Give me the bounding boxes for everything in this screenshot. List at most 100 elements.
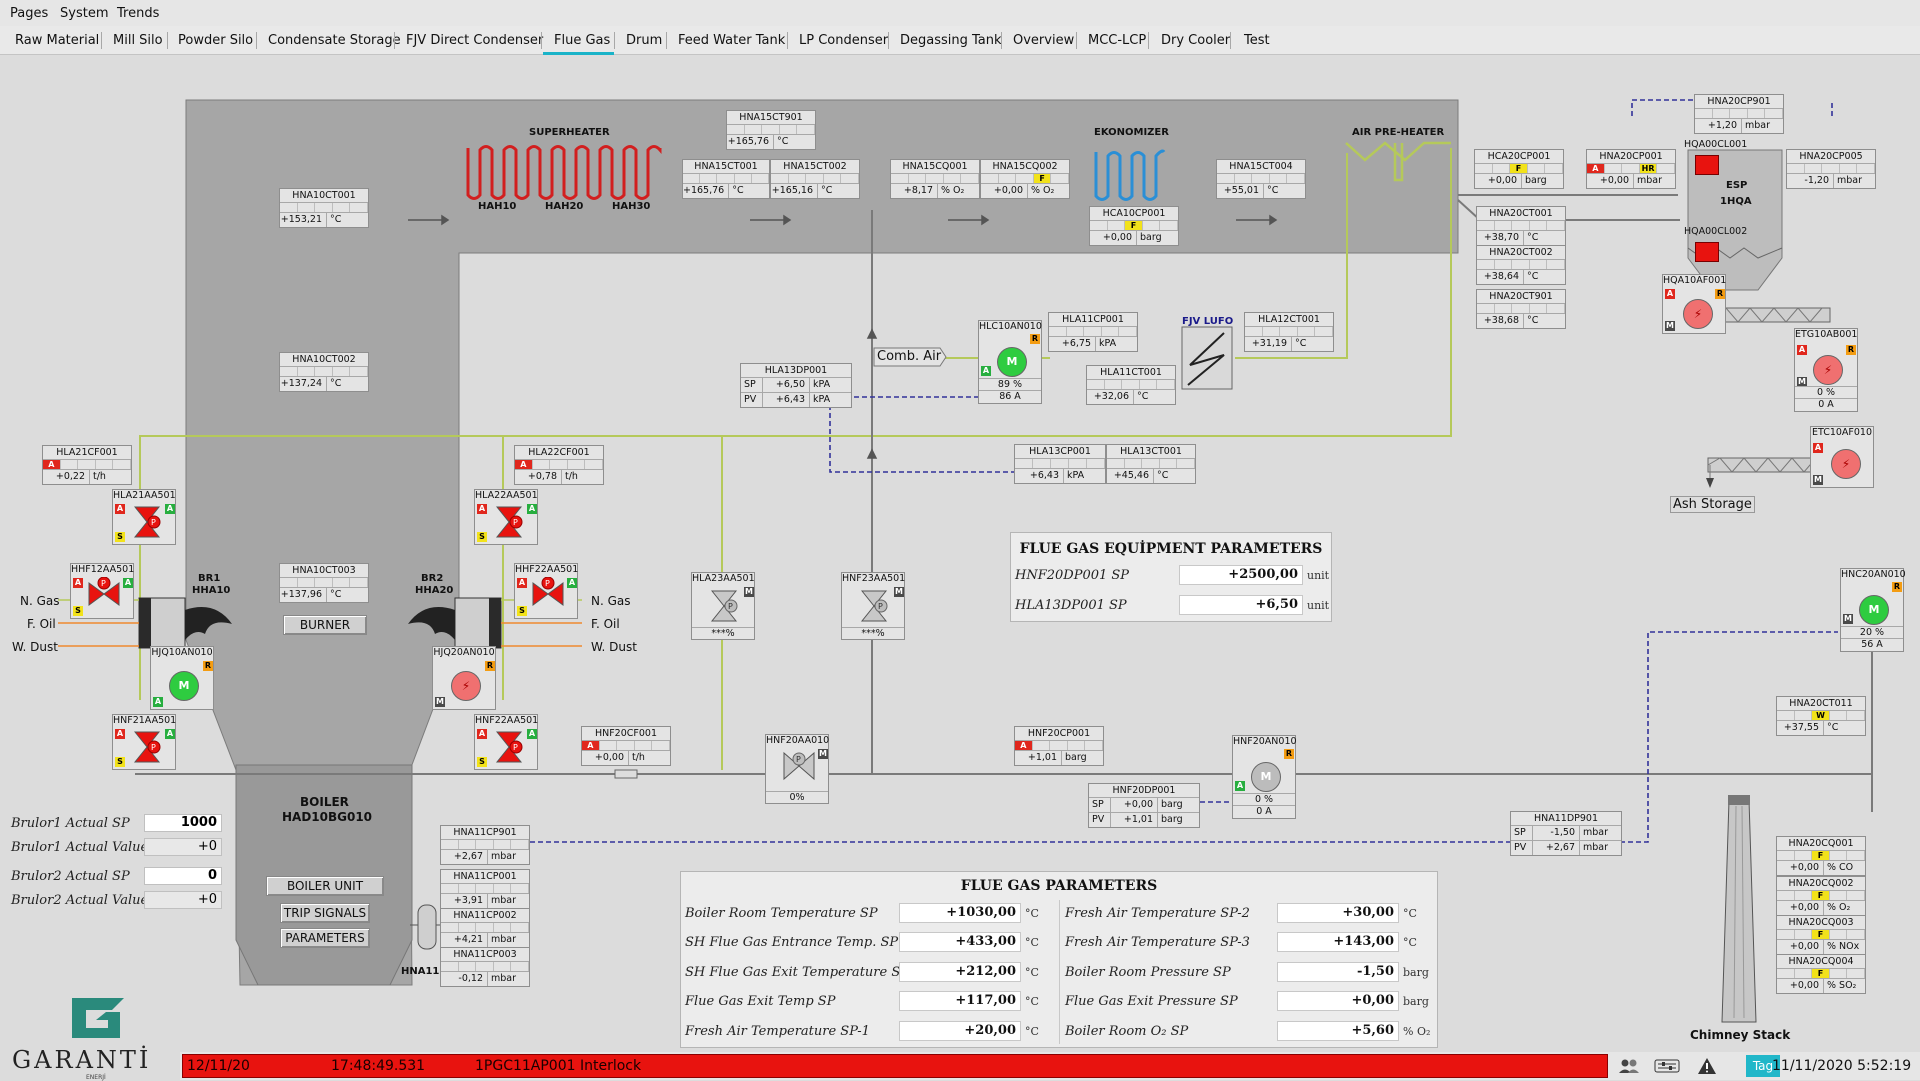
param-input[interactable]: +0,00: [1277, 991, 1399, 1011]
tab-mcc-lcp[interactable]: MCC-LCP: [1088, 33, 1147, 48]
tag-hna15cq001[interactable]: HNA15CQ001 +8,17% O₂: [890, 159, 980, 199]
warning-triangle-icon[interactable]: [1690, 1055, 1724, 1077]
hnf20dp001-sp-input[interactable]: +2500,00: [1179, 565, 1303, 585]
damper-hnf20aa010[interactable]: HNF20AA010 P M 0%: [765, 734, 830, 804]
param-input[interactable]: +20,00: [899, 1021, 1021, 1041]
tag-hna10ct003[interactable]: HNA10CT003 +137,96°C: [279, 563, 369, 603]
valve-hla22aa501[interactable]: HLA22AA501 P A A S: [474, 489, 538, 545]
valve-hhf12aa501[interactable]: HHF12AA501 P A A S: [70, 563, 134, 619]
tab-raw-material[interactable]: Raw Material: [15, 33, 100, 48]
brulor2-sp-input[interactable]: 0: [144, 867, 222, 885]
tab-drum[interactable]: Drum: [626, 33, 663, 48]
conveyor-etc10af010[interactable]: ETC10AF010 ⚡ A M: [1810, 426, 1874, 488]
fan-hnc20an010[interactable]: HNC20AN010 M R M 20 % 56 A: [1840, 568, 1906, 652]
tag-hna15ct001[interactable]: HNA15CT001 +165,76°C: [682, 159, 770, 199]
alarm-banner[interactable]: 12/11/20 17:48:49.531 1PGC11AP001 Interl…: [182, 1054, 1608, 1078]
burner-button[interactable]: BURNER: [283, 615, 367, 635]
valve-hhf22aa501[interactable]: HHF22AA501 P A A S: [514, 563, 578, 619]
users-icon[interactable]: [1612, 1055, 1646, 1077]
level-switch-hqa00cl001[interactable]: HQA00CL001: [1684, 139, 1747, 179]
tag-hla11ct001[interactable]: HLA11CT001 +32,06°C: [1086, 365, 1176, 405]
param-input[interactable]: +143,00: [1277, 932, 1399, 952]
tab-feed-water-tank[interactable]: Feed Water Tank: [678, 33, 786, 48]
tag-hna10ct002[interactable]: HNA10CT002 +137,24°C: [279, 352, 369, 392]
tab-fjv-direct-condenser[interactable]: FJV Direct Condenser: [406, 33, 544, 48]
valve-hnf22aa501[interactable]: HNF22AA501 P A A S: [474, 714, 538, 770]
valve-hnf21aa501[interactable]: HNF21AA501 P A A S: [112, 714, 176, 770]
param-input[interactable]: +1030,00: [899, 903, 1021, 923]
rotary-feeder-etg10ab001[interactable]: ETG10AB001 ⚡ A R M 0 % 0 A: [1794, 328, 1858, 412]
menu-system[interactable]: System: [60, 6, 109, 21]
tag-hna15ct002[interactable]: HNA15CT002 +165,16°C: [770, 159, 860, 199]
motor-hjq20an010[interactable]: HJQ20AN010 ⚡ M R: [432, 646, 496, 710]
tag-hla13ct001[interactable]: HLA13CT001 +45,46°C: [1106, 444, 1196, 484]
tag-button[interactable]: Tag: [1746, 1055, 1780, 1077]
tag-hna20ct002[interactable]: HNA20CT002 +38,64°C: [1476, 245, 1566, 285]
param-input[interactable]: +433,00: [899, 932, 1021, 952]
svg-text:P: P: [796, 755, 801, 764]
param-input[interactable]: +117,00: [899, 991, 1021, 1011]
level-switch-hqa00cl002[interactable]: HQA00CL002: [1684, 226, 1747, 266]
tab-flue-gas[interactable]: Flue Gas: [554, 33, 611, 48]
fan-hnf20an010[interactable]: HNF20AN010 M R A 0 % 0 A: [1232, 735, 1297, 819]
trip-signals-button[interactable]: TRIP SIGNALS: [280, 903, 370, 923]
w-dust-right-label: W. Dust: [591, 640, 637, 654]
valve-hla21aa501[interactable]: HLA21AA501 P A A S: [112, 489, 176, 545]
menu-trends[interactable]: Trends: [117, 6, 160, 21]
brulor1-sp-input[interactable]: 1000: [144, 814, 222, 832]
boiler-unit-button[interactable]: BOILER UNIT: [266, 876, 384, 896]
tab-condensate-storage[interactable]: Condensate Storage: [268, 33, 401, 48]
damper-hla23aa501[interactable]: HLA23AA501 P M ***%: [691, 572, 755, 640]
tab-lp-condenser[interactable]: LP Condenser: [799, 33, 889, 48]
settings-sliders-icon[interactable]: [1650, 1055, 1684, 1077]
damper-hnf23aa501[interactable]: HNF23AA501 P M ***%: [841, 572, 906, 640]
param-input[interactable]: +212,00: [899, 962, 1021, 982]
tag-hna20ct001[interactable]: HNA20CT001 +38,70°C: [1476, 206, 1566, 246]
parameters-button[interactable]: PARAMETERS: [280, 928, 370, 948]
param-input[interactable]: +30,00: [1277, 903, 1399, 923]
menu-pages[interactable]: Pages: [10, 6, 49, 21]
param-input[interactable]: +5,60: [1277, 1021, 1399, 1041]
tab-dry-cooler[interactable]: Dry Cooler: [1161, 33, 1231, 48]
tab-mill-silo[interactable]: Mill Silo: [113, 33, 163, 48]
tab-powder-silo[interactable]: Powder Silo: [178, 33, 254, 48]
tag-hna15ct901[interactable]: HNA15CT901 +165,76°C: [726, 110, 816, 150]
hnf20dp001-sp-label: HNF20DP001 SP: [1015, 568, 1130, 583]
tag-hla12ct001[interactable]: HLA12CT001 +31,19°C: [1244, 312, 1334, 352]
tab-degassing-tank[interactable]: Degassing Tank: [900, 33, 1002, 48]
motor-hjq10an010[interactable]: HJQ10AN010 M A R: [150, 646, 214, 710]
tag-hna15ct004[interactable]: HNA15CT004 +55,01°C: [1216, 159, 1306, 199]
fan-hlc10an010[interactable]: HLC10AN010 M R A 89 % 86 A: [978, 320, 1042, 404]
conveyor-hqa10af001[interactable]: HQA10AF001 ⚡ A R M: [1662, 274, 1726, 334]
tag-hna20ct901[interactable]: HNA20CT901 +38,68°C: [1476, 289, 1566, 329]
param-input[interactable]: -1,50: [1277, 962, 1399, 982]
tag-hna10ct001[interactable]: HNA10CT001 +153,21°C: [279, 188, 369, 228]
hla13dp001-sp-input[interactable]: +6,50: [1179, 595, 1303, 615]
tab-test[interactable]: Test: [1244, 33, 1270, 48]
tab-overview[interactable]: Overview: [1013, 33, 1075, 48]
